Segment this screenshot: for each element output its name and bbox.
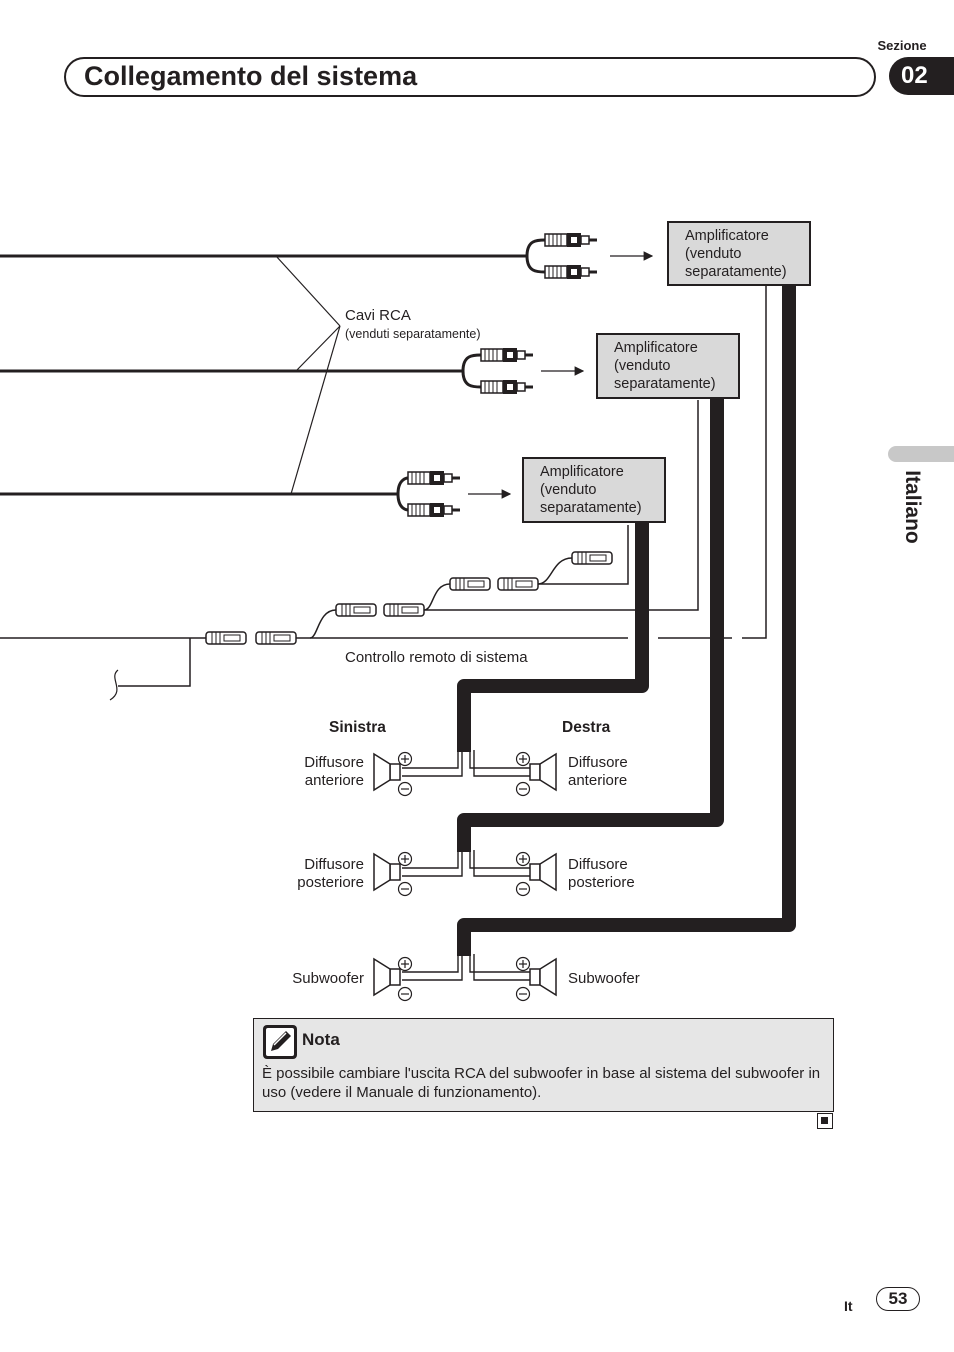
front-right-speaker-icon — [529, 753, 557, 791]
minus-icon — [397, 881, 413, 897]
front-speaker-wires — [402, 750, 530, 777]
rear-left-label-line2: posteriore — [297, 874, 364, 891]
rear-left-label-line1: Diffusore — [304, 856, 364, 873]
remote-control-label: Controllo remoto di sistema — [345, 649, 528, 666]
section-badge: 02 — [889, 57, 954, 95]
language-tab-marker — [888, 446, 954, 462]
rca-cables-label: Cavi RCA — [345, 307, 411, 324]
amp-1-line3: separatamente) — [685, 264, 787, 280]
amplifier-box-2: Amplificatore (venduto separatamente) — [596, 333, 740, 399]
end-of-section-icon — [817, 1113, 833, 1129]
amp-2-line3: separatamente) — [614, 376, 716, 392]
amplifier-box-3: Amplificatore (venduto separatamente) — [522, 457, 666, 523]
minus-icon — [515, 986, 531, 1002]
remote-wire — [0, 286, 767, 701]
rear-right-label: Diffusore posteriore — [568, 856, 635, 892]
page-title: Collegamento del sistema — [84, 61, 418, 91]
amp-3-line1: Amplificatore — [540, 464, 624, 480]
rca-cables-sublabel: (venduti separatamente) — [345, 327, 481, 341]
front-right-label-line2: anteriore — [568, 772, 628, 789]
front-left-label-line1: Diffusore — [304, 754, 364, 771]
note-title: Nota — [302, 1030, 340, 1049]
speaker-cables — [457, 286, 796, 956]
rear-right-speaker-icon — [529, 853, 557, 891]
amp-3-line2: (venduto — [540, 482, 597, 498]
page-number: 53 — [876, 1287, 920, 1311]
minus-icon — [515, 781, 531, 797]
language-code: It — [844, 1298, 853, 1314]
rca-cable-2 — [0, 346, 585, 396]
minus-icon — [397, 781, 413, 797]
rear-speaker-wires — [402, 850, 530, 877]
rear-left-label: Diffusore posteriore — [264, 856, 364, 892]
plus-icon — [515, 751, 531, 767]
amp-2-line2: (venduto — [614, 358, 671, 374]
plus-icon — [397, 956, 413, 972]
note-text: È possibile cambiare l'uscita RCA del su… — [262, 1065, 821, 1101]
rca-cable-1 — [0, 231, 654, 281]
plus-icon — [397, 751, 413, 767]
amplifier-box-1: Amplificatore (venduto separatamente) — [667, 221, 811, 286]
minus-icon — [515, 881, 531, 897]
left-heading: Sinistra — [329, 719, 386, 736]
rear-right-label-line2: posteriore — [568, 874, 635, 891]
rca-cable-3 — [0, 469, 512, 519]
front-right-label-line1: Diffusore — [568, 754, 628, 771]
plus-icon — [397, 851, 413, 867]
amp-1-line1: Amplificatore — [685, 228, 769, 244]
sub-right-label: Subwoofer — [568, 970, 640, 987]
front-left-speaker-icon — [373, 753, 401, 791]
front-left-label-line2: anteriore — [304, 772, 364, 789]
sub-left-label: Subwoofer — [292, 970, 364, 987]
note-box — [253, 1018, 834, 1112]
sub-right-speaker-icon — [529, 958, 557, 996]
rca-callout-lines — [275, 255, 341, 495]
amp-1-line2: (venduto — [685, 246, 742, 262]
rear-left-speaker-icon — [373, 853, 401, 891]
subwoofer-wires — [402, 954, 530, 981]
pencil-note-icon — [263, 1025, 297, 1059]
sezione-label: Sezione — [877, 38, 927, 53]
minus-icon — [397, 986, 413, 1002]
rear-right-label-line1: Diffusore — [568, 856, 628, 873]
right-heading: Destra — [562, 719, 611, 736]
amp-2-line1: Amplificatore — [614, 340, 698, 356]
front-right-label: Diffusore anteriore — [568, 754, 628, 790]
front-left-label: Diffusore anteriore — [264, 754, 364, 790]
amp-3-line3: separatamente) — [540, 500, 642, 516]
header-frame — [64, 57, 876, 97]
plus-icon — [515, 851, 531, 867]
sub-left-speaker-icon — [373, 958, 401, 996]
plus-icon — [515, 956, 531, 972]
